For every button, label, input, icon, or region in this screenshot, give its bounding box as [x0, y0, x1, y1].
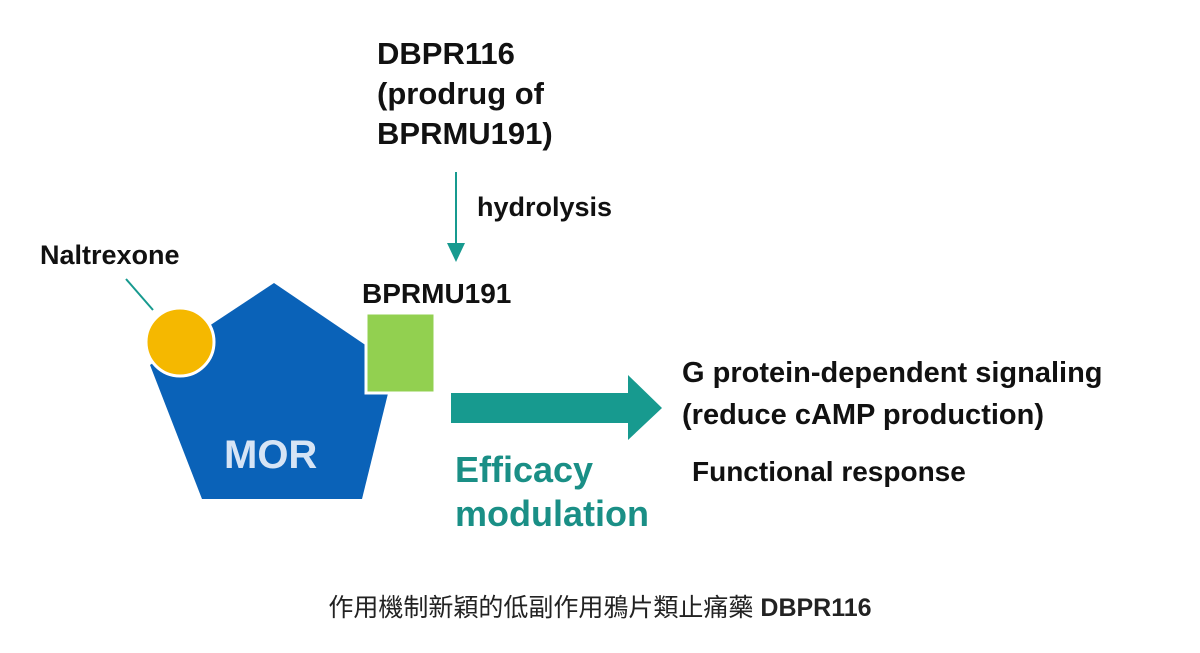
efficacy-modulation-label: Efficacy modulation	[455, 448, 649, 536]
naltrexone-label: Naltrexone	[40, 240, 180, 270]
efficacy-block-arrow	[451, 375, 662, 440]
signaling-line-2: (reduce cAMP production)	[682, 399, 1044, 431]
functional-response-label: Functional response	[692, 456, 966, 487]
prodrug-line-1: DBPR116	[377, 36, 515, 71]
hydrolysis-label: hydrolysis	[477, 192, 613, 222]
signaling-label: G protein-dependent signaling (reduce cA…	[682, 352, 1103, 436]
bprmu191-label: BPRMU191	[362, 278, 512, 309]
prodrug-label: DBPR116 (prodrug of BPRMU191)	[377, 34, 553, 154]
prodrug-line-3: BPRMU191)	[377, 116, 553, 151]
signaling-line-1: G protein-dependent signaling	[682, 357, 1103, 389]
naltrexone-leader-line	[125, 278, 154, 311]
bprmu191-square	[364, 311, 437, 395]
naltrexone-circle	[144, 306, 216, 378]
caption-drug-name: DBPR116	[760, 594, 872, 622]
caption-text: 作用機制新穎的低副作用鴉片類止痛藥	[328, 594, 754, 622]
efficacy-line-2: modulation	[455, 493, 649, 534]
figure-caption: 作用機制新穎的低副作用鴉片類止痛藥 DBPR116	[0, 588, 1200, 624]
prodrug-line-2: (prodrug of	[377, 76, 545, 111]
efficacy-line-1: Efficacy	[455, 449, 594, 490]
mor-label: MOR	[224, 433, 318, 477]
hydrolysis-arrow-head	[447, 243, 465, 262]
